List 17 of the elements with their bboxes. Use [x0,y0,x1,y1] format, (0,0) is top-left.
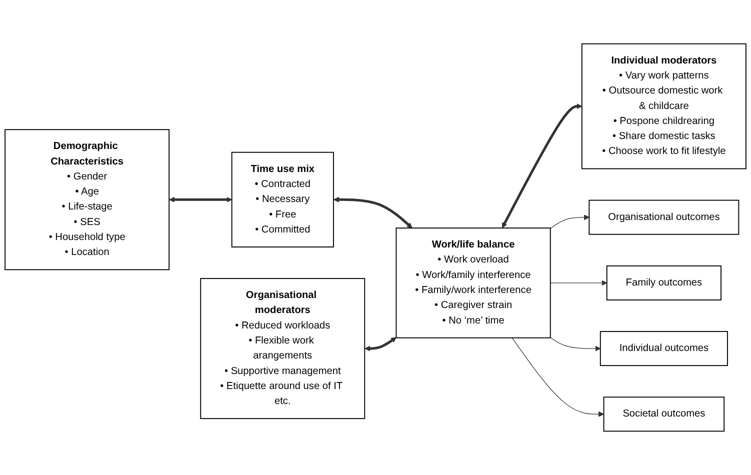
arrow [502,104,582,228]
arrow [169,196,232,202]
node-box: Work/life balance • Work overload • Work/family interference • Family/work interference • Caregiver strain • No ‘me’ time [396,228,551,338]
node-box: Demographic Characteristics • Gender • Age • Life-stage • SES • Household type • Location [4,129,170,270]
node-box: Individual outcomes [600,331,728,366]
arrow [550,214,590,229]
arrow [550,280,608,286]
node-box: Individual moderators • Vary work patterns • Outsource domestic work & childcare • Pospone childrearing • Share domestic tasks • Choose work to fit lifestyle [581,43,746,170]
arrow [512,338,604,417]
arrow [550,337,601,352]
arrow [364,337,396,352]
node-box: Time use mix • Contracted • Necessary • Free • Committed [231,152,334,248]
node-box: Family outcomes [606,265,722,300]
node-box: Societal outcomes [603,396,725,432]
arrow [333,196,412,228]
node-box: Organisational moderators • Reduced workloads • Flexible work arangements • Supportive management • Etiquette around use of IT etc. [200,278,366,420]
node-box: Organisational outcomes [588,200,740,235]
